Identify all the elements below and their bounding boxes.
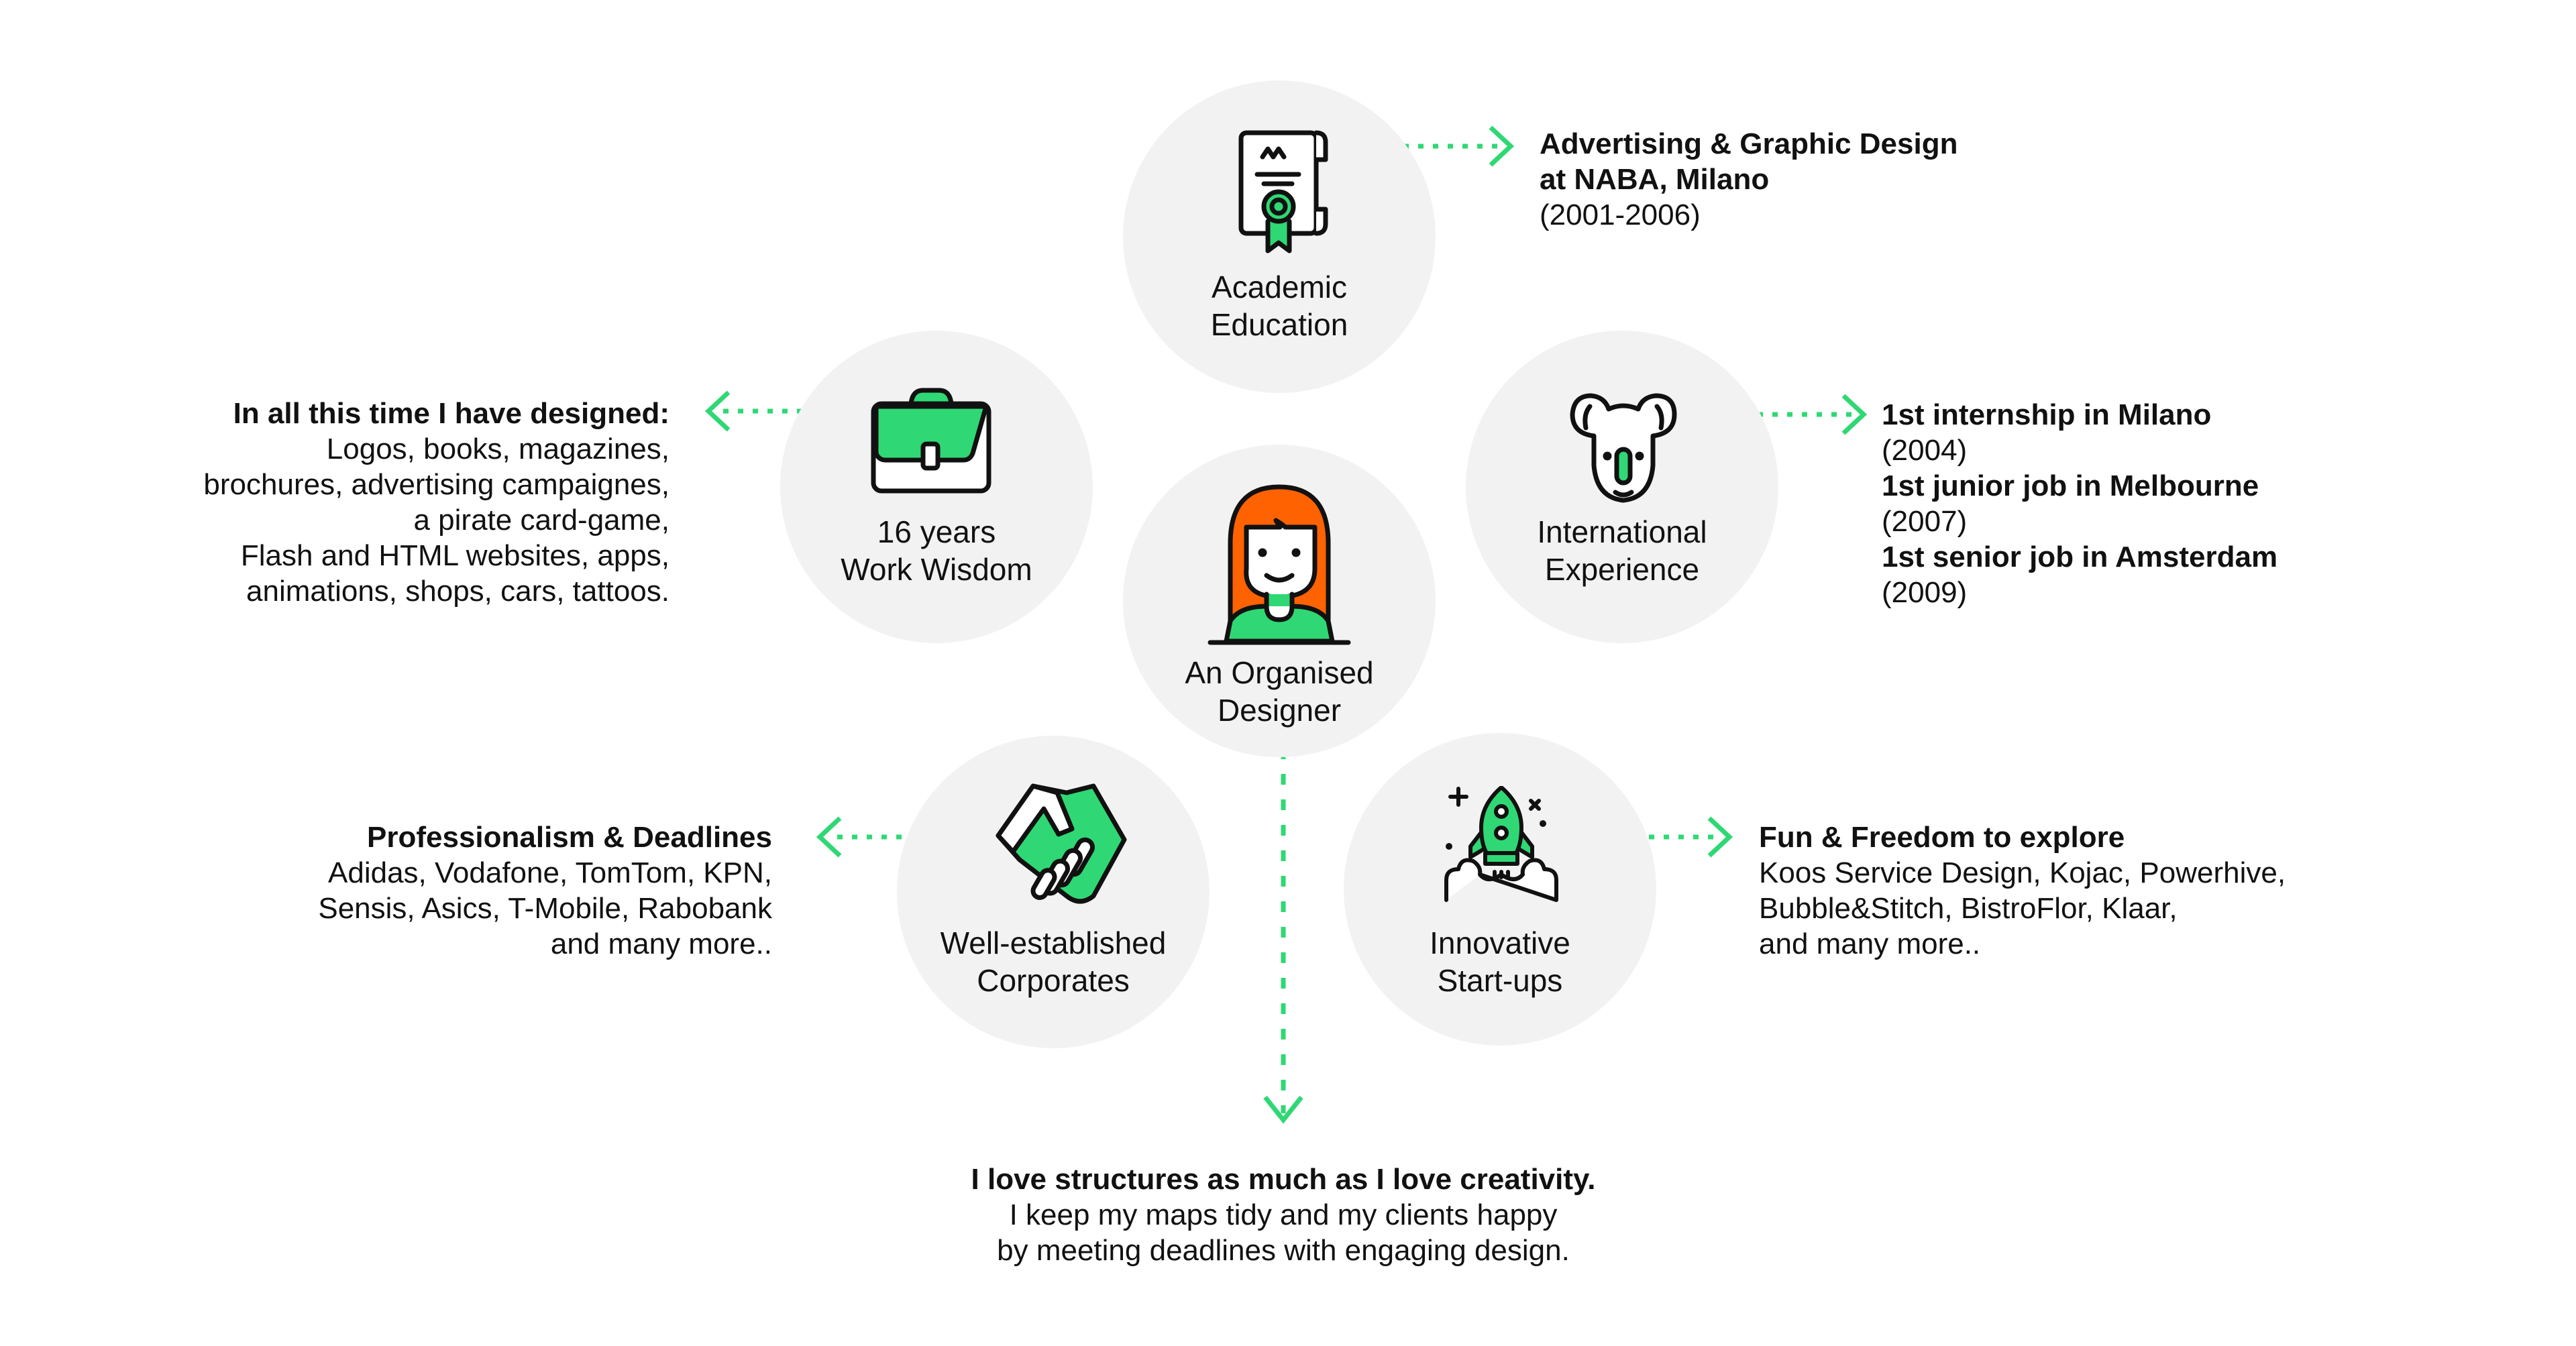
koala-icon xyxy=(1570,393,1677,503)
node-label-line: 16 years xyxy=(877,514,996,549)
node-label-line: Work Wisdom xyxy=(841,552,1032,587)
briefcase-icon xyxy=(871,388,991,494)
node-label-line: Well-established xyxy=(940,926,1167,960)
detail-title: In all this time I have designed: xyxy=(233,397,669,430)
detail-work: In all this time I have designed: Logos,… xyxy=(203,396,669,609)
designer-avatar-icon xyxy=(1208,484,1351,645)
detail-years: (2004) xyxy=(1882,434,1968,467)
detail-title: Advertising & Graphic Design xyxy=(1540,127,1958,160)
detail-line: Sensis, Asics, T-Mobile, Rabobank xyxy=(318,892,772,925)
node-label-line: Innovative xyxy=(1430,926,1570,960)
node-label-line: Designer xyxy=(1217,693,1342,728)
detail-title: 1st internship in Milano xyxy=(1882,398,2212,431)
node-international-label: International Experience xyxy=(1466,513,1778,588)
detail-line: and many more.. xyxy=(550,928,772,960)
detail-academic: Advertising & Graphic Design at NABA, Mi… xyxy=(1540,126,1957,233)
detail-international: 1st internship in Milano (2004) 1st juni… xyxy=(1882,397,2277,610)
handshake-icon xyxy=(996,783,1127,904)
arrowhead-left-icon xyxy=(816,816,842,858)
node-academic-label: Academic Education xyxy=(1123,268,1436,343)
detail-years: (2009) xyxy=(1882,576,1968,609)
detail-title: Professionalism & Deadlines xyxy=(367,821,772,854)
summary-line: by meeting deadlines with engaging desig… xyxy=(997,1234,1570,1267)
detail-line: Flash and HTML websites, apps, xyxy=(240,539,669,572)
node-corporates-label: Well-established Corporates xyxy=(897,924,1210,999)
arrowhead-right-icon xyxy=(1707,816,1733,858)
detail-line: brochures, advertising campaignes, xyxy=(203,468,669,501)
node-startups xyxy=(1344,733,1656,1046)
detail-line: Bubble&Stitch, BistroFlor, Klaar, xyxy=(1759,892,2178,925)
detail-startups: Fun & Freedom to explore Koos Service De… xyxy=(1759,820,2286,962)
arrowhead-right-icon xyxy=(1489,125,1515,167)
summary: I love structures as much as I love crea… xyxy=(948,1162,1619,1268)
summary-title: I love structures as much as I love crea… xyxy=(971,1163,1596,1196)
node-label-line: Education xyxy=(1210,307,1348,342)
node-label-line: Experience xyxy=(1544,552,1700,587)
detail-corporates: Professionalism & Deadlines Adidas, Voda… xyxy=(318,820,772,962)
detail-line: animations, shops, cars, tattoos. xyxy=(246,575,669,608)
detail-title: 1st senior job in Amsterdam xyxy=(1882,541,2278,573)
detail-title: 1st junior job in Melbourne xyxy=(1882,469,2259,502)
node-startups-label: Innovative Start-ups xyxy=(1344,924,1656,999)
detail-line: and many more.. xyxy=(1759,928,1981,960)
node-label-line: Academic xyxy=(1212,270,1347,304)
node-label-line: Start-ups xyxy=(1437,963,1563,998)
node-center-label: An Organised Designer xyxy=(1123,654,1436,729)
summary-line: I keep my maps tidy and my clients happy xyxy=(1009,1198,1558,1231)
detail-title: at NABA, Milano xyxy=(1540,163,1770,196)
detail-line: Koos Service Design, Kojac, Powerhive, xyxy=(1759,856,2286,889)
arrowhead-right-icon xyxy=(1841,394,1868,435)
node-label-line: Corporates xyxy=(977,963,1130,998)
detail-line: Adidas, Vodafone, TomTom, KPN, xyxy=(328,856,772,889)
node-label-line: An Organised xyxy=(1185,655,1374,690)
arrowhead-down-icon xyxy=(1263,1095,1303,1124)
rocket-icon xyxy=(1444,786,1558,902)
detail-title: Fun & Freedom to explore xyxy=(1759,821,2125,854)
arrowhead-left-icon xyxy=(704,390,731,432)
detail-years: (2001-2006) xyxy=(1540,199,1701,231)
node-work-label: 16 years Work Wisdom xyxy=(780,513,1093,588)
detail-years: (2007) xyxy=(1882,505,1968,538)
node-label-line: International xyxy=(1537,514,1707,549)
detail-line: a pirate card-game, xyxy=(413,504,669,537)
diploma-icon xyxy=(1238,130,1328,254)
detail-line: Logos, books, magazines, xyxy=(326,433,669,465)
